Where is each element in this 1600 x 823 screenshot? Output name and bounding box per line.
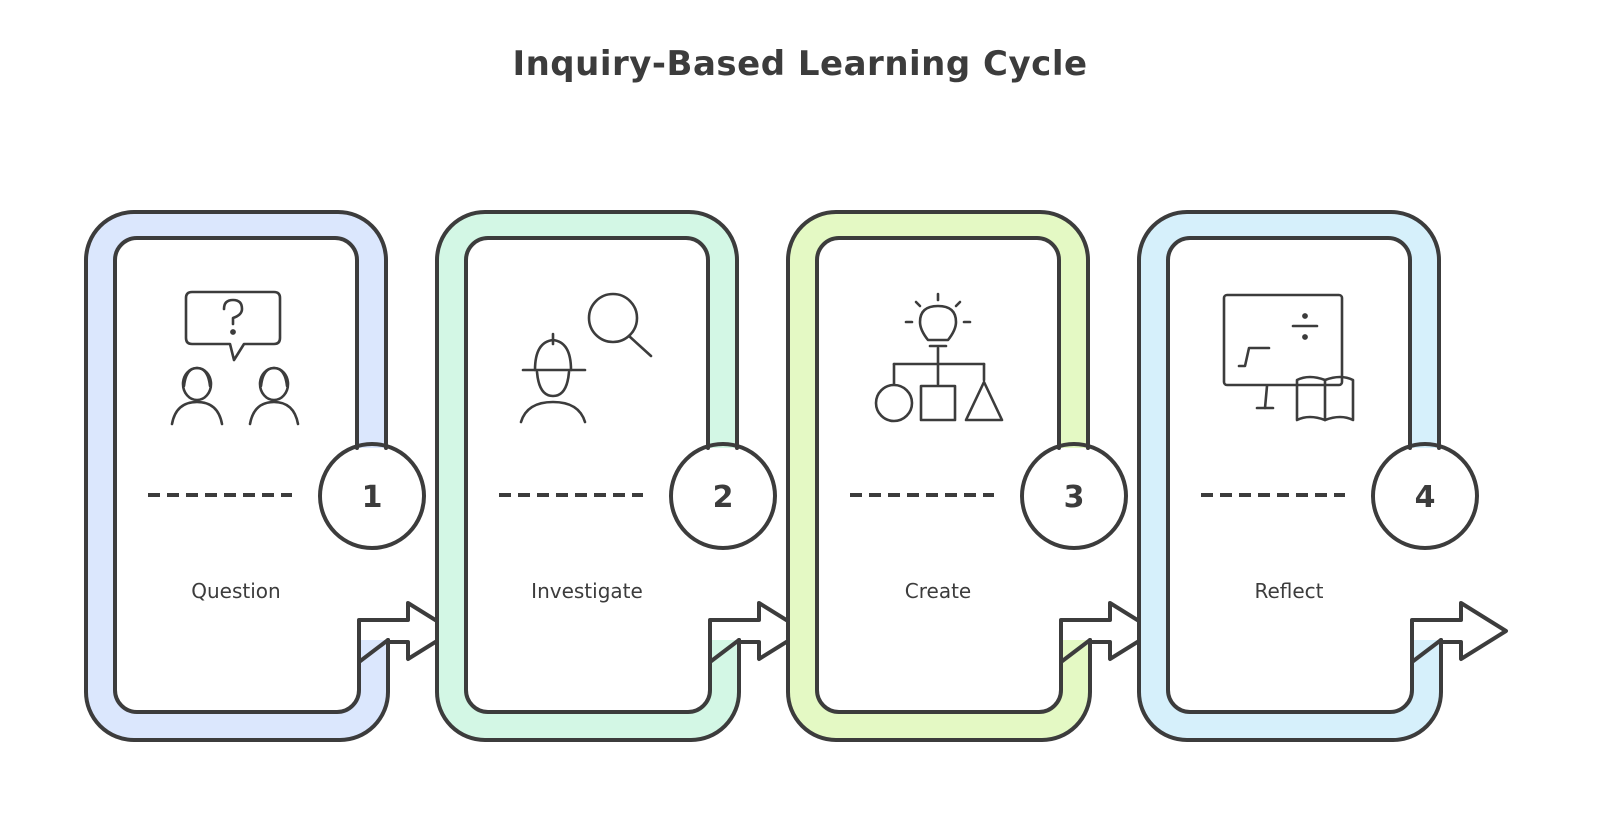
- step-3: 3 Create: [786, 210, 1157, 742]
- board-book-icon: [1222, 293, 1355, 422]
- step-4-outline-outer: [1137, 210, 1443, 742]
- step-4: 4 Reflect: [1137, 210, 1508, 742]
- step-3-band: [788, 211, 1090, 741]
- step-3-number-circle: [1020, 442, 1128, 550]
- step-1-label: Question: [191, 579, 280, 603]
- step-2-outline-outer: [435, 210, 741, 742]
- step-1-number: 1: [362, 480, 383, 515]
- step-1-outline-outer: [84, 210, 390, 742]
- step-3-arrow: [1059, 601, 1157, 664]
- step-4-number-circle: [1371, 442, 1479, 550]
- step-2-label: Investigate: [531, 579, 643, 603]
- idea-shapes-icon: [874, 292, 1004, 423]
- step-3-outline-inner: [815, 236, 1063, 714]
- step-1-number-circle: [318, 442, 426, 550]
- step-2-number-circle: [669, 442, 777, 550]
- step-1-arrow: [357, 601, 455, 664]
- researcher-magnifier-icon: [519, 292, 653, 424]
- step-2: 2 Investigate: [435, 210, 806, 742]
- step-2-number: 2: [713, 480, 734, 515]
- step-1: 1 Question: [84, 210, 455, 742]
- students-question-icon: [170, 290, 300, 426]
- step-4-band: [1139, 211, 1441, 741]
- step-1-outline-inner: [113, 236, 361, 714]
- step-4-label: Reflect: [1254, 579, 1323, 603]
- step-3-number: 3: [1064, 480, 1085, 515]
- step-2-band: [436, 211, 739, 741]
- step-2-arrow: [708, 601, 806, 664]
- step-3-outline-outer: [786, 210, 1092, 742]
- step-4-number: 4: [1415, 480, 1436, 515]
- step-4-outline-inner: [1166, 236, 1414, 714]
- step-4-arrow: [1410, 601, 1508, 664]
- diagram-title: Inquiry-Based Learning Cycle: [512, 44, 1088, 84]
- step-2-outline-inner: [464, 236, 712, 714]
- step-3-label: Create: [905, 579, 971, 603]
